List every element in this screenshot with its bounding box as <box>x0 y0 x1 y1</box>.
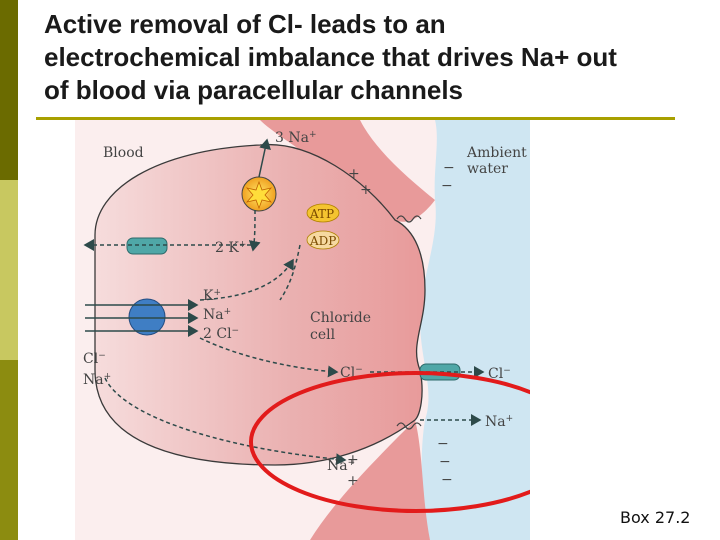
arrow-cl-to-apical <box>199 337 339 378</box>
highlight-ring-paracellular <box>249 371 530 513</box>
label-cell: cell <box>310 327 336 343</box>
slide-title-line-2: electrochemical imbalance that drives Na… <box>44 42 617 72</box>
title-underline-rule <box>36 117 675 120</box>
charge-plus-2: + <box>360 182 372 198</box>
figure-reference-label: Box 27.2 <box>620 508 691 527</box>
adp-oval <box>306 230 340 250</box>
label-na-paracellular: Na+ <box>327 458 355 474</box>
slide-title-line-3: of blood via paracellular channels <box>44 75 464 105</box>
charge-minus-1: − <box>443 160 455 176</box>
tight-junction-apical <box>396 215 422 223</box>
label-cl-outer: Cl− <box>488 366 511 382</box>
label-atp: ATP <box>309 207 334 221</box>
charge-minus-4: − <box>439 454 451 470</box>
label-chloride: Chloride <box>310 310 371 326</box>
label-left-cl: Cl− <box>83 351 106 367</box>
nkcc-cotransporter-icon <box>128 298 166 336</box>
label-3na: 3 Na+ <box>275 130 317 146</box>
chloride-cell-diagram: Blood Ambient water 3 Na+ ATP ADP 2 K+ K… <box>75 120 530 540</box>
label-blood: Blood <box>103 145 144 161</box>
label-na: Na+ <box>203 307 231 323</box>
ambient-water-region <box>420 120 530 540</box>
slide-title-line-1: Active removal of Cl- leads to an <box>44 9 446 39</box>
label-k: K+ <box>203 288 221 304</box>
label-adp: ADP <box>309 234 336 248</box>
charge-minus-3: − <box>437 436 449 452</box>
charge-minus-5: − <box>441 472 453 488</box>
charge-minus-2: − <box>441 178 453 194</box>
sidebar-block-mid <box>0 360 18 540</box>
atp-oval <box>306 203 340 223</box>
arrow-na-to-junction <box>104 377 347 466</box>
label-na-outer: Na+ <box>485 414 513 430</box>
pavement-cell-top <box>260 120 435 222</box>
label-ambient: Ambient <box>466 145 527 161</box>
label-2k: 2 K+ <box>215 240 246 256</box>
arrow-2k-in <box>248 209 261 252</box>
arrow-k-through-cotransporter <box>199 258 294 301</box>
sidebar-block-light <box>0 180 18 360</box>
charge-plus-4: + <box>347 473 359 489</box>
slide-sidebar-decoration <box>0 0 18 540</box>
sidebar-block-dark <box>0 0 18 180</box>
tight-junction-paracellular <box>396 422 422 430</box>
label-left-na: Na+ <box>83 372 111 388</box>
charge-plus-3: + <box>347 452 359 468</box>
k-channel-icon <box>126 237 168 255</box>
charge-plus-1: + <box>348 166 360 182</box>
arrow-3na-out <box>258 138 271 178</box>
slide-title: Active removal of Cl- leads to an electr… <box>44 8 704 107</box>
pump-star-icon <box>245 180 273 210</box>
label-2cl: 2 Cl− <box>203 326 239 342</box>
label-water: water <box>467 161 508 177</box>
